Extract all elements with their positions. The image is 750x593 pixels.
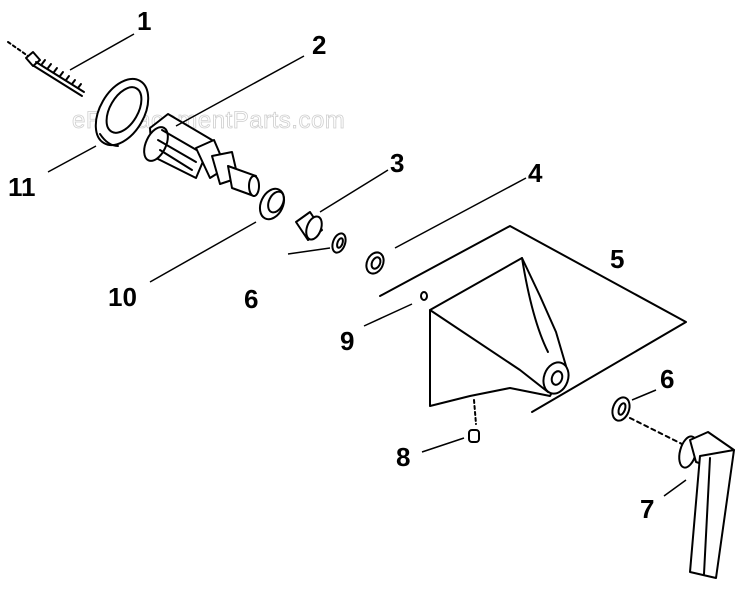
callout-8: 8	[396, 442, 410, 472]
callout-3: 3	[390, 148, 404, 178]
washer-upper-part[interactable]	[330, 232, 348, 255]
plug-button-part[interactable]	[420, 291, 428, 301]
leader-lines	[47, 33, 687, 497]
washer-lower-part[interactable]	[609, 395, 687, 447]
escutcheon-plate-part[interactable]	[379, 225, 687, 425]
flange-part[interactable]	[85, 70, 159, 154]
callout-4: 4	[528, 158, 543, 188]
set-screw-part[interactable]	[468, 429, 480, 443]
cartridge-part[interactable]	[139, 113, 260, 197]
callout-11: 11	[8, 172, 36, 202]
callout-10: 10	[108, 282, 137, 312]
o-ring-part[interactable]	[363, 250, 387, 277]
callout-2: 2	[312, 30, 326, 60]
handle-part[interactable]	[676, 431, 735, 579]
callout-1: 1	[137, 6, 151, 36]
screw-part[interactable]	[7, 41, 85, 97]
callout-6-upper: 6	[244, 284, 258, 314]
callout-9: 9	[340, 326, 354, 356]
bushing-part[interactable]	[295, 211, 325, 242]
callout-7: 7	[640, 494, 654, 524]
callout-6-lower: 6	[660, 364, 674, 394]
callout-labels: 1 2 3 4 5 6 6 7 8 9 10 11	[8, 6, 674, 524]
callout-5: 5	[610, 244, 624, 274]
adapter-ring-part[interactable]	[255, 185, 288, 223]
